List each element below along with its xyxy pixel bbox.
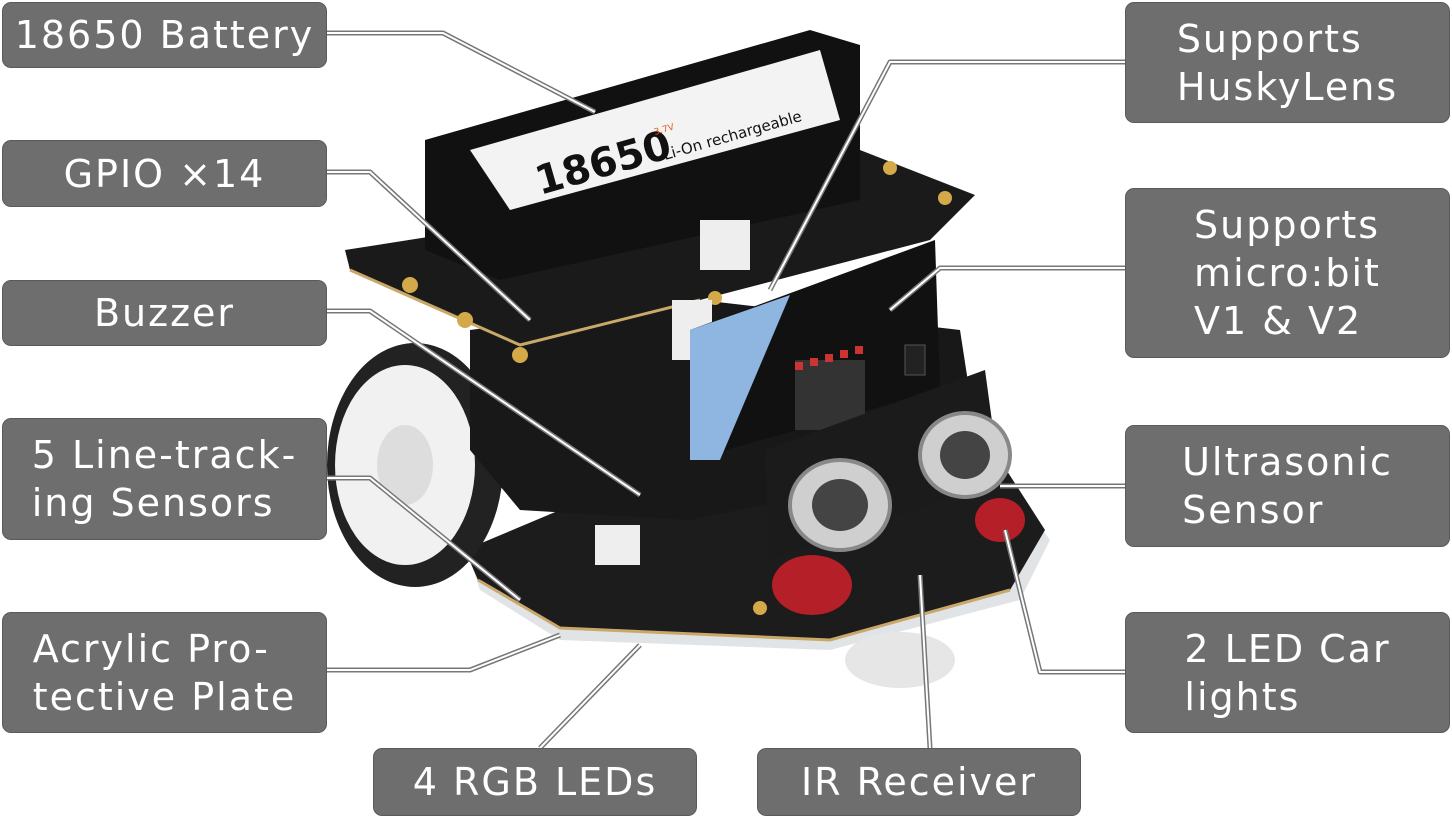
label-text: Buzzer [93, 291, 236, 335]
ultrasonic-sensor [765, 370, 1012, 560]
label-text: 5 Line-track- ing Sensors [31, 433, 298, 525]
label-text: Supports HuskyLens [1176, 16, 1399, 109]
car-light-left [772, 555, 852, 615]
label-text: 2 LED Car lights [1184, 626, 1391, 719]
label-text: 4 RGB LEDs [412, 760, 658, 804]
label-text: IR Receiver [800, 760, 1038, 804]
label-ultrasonic: Ultrasonic Sensor [1125, 425, 1450, 547]
car-light-right [975, 498, 1025, 542]
label-text: GPIO ×14 [63, 151, 266, 196]
label-rgb-leds: 4 RGB LEDs [373, 748, 697, 816]
label-line-tracking: 5 Line-track- ing Sensors [2, 418, 327, 540]
label-buzzer: Buzzer [2, 280, 327, 346]
label-text: Supports micro:bit V1 & V2 [1194, 203, 1381, 343]
leader-lines [327, 30, 1125, 750]
label-battery: 18650 Battery [2, 2, 327, 68]
label-acrylic: Acrylic Pro- tective Plate [2, 612, 327, 733]
label-microbit: Supports micro:bit V1 & V2 [1125, 188, 1450, 358]
label-text: 18650 Battery [14, 13, 315, 57]
label-text: Ultrasonic Sensor [1182, 440, 1393, 532]
label-ir-receiver: IR Receiver [757, 748, 1081, 816]
label-text: Acrylic Pro- tective Plate [32, 626, 297, 719]
wheel [327, 343, 503, 587]
label-gpio: GPIO ×14 [2, 140, 327, 207]
label-car-lights: 2 LED Car lights [1125, 612, 1450, 733]
label-huskylens: Supports HuskyLens [1125, 2, 1450, 123]
